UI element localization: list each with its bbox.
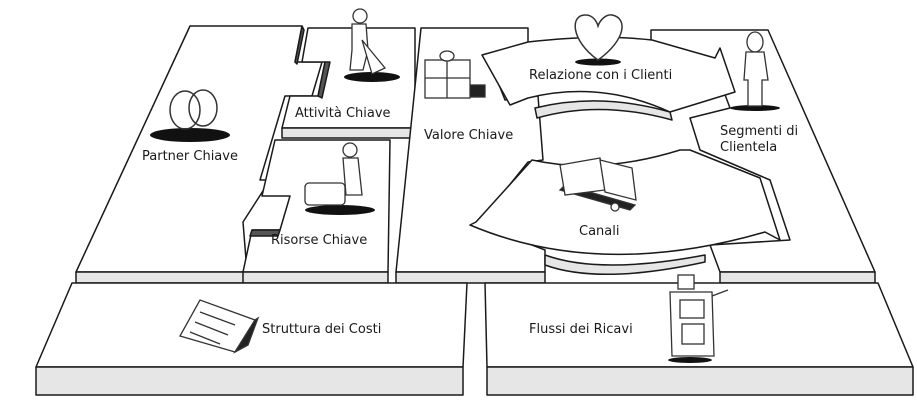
rings-icon [150, 89, 230, 142]
arrow-relationships[interactable] [481, 36, 736, 121]
digging-person-icon [344, 8, 400, 82]
document-icon [179, 299, 260, 354]
cash-register-icon [668, 274, 729, 363]
person-with-box-icon [304, 142, 375, 215]
relationships-label: Relazione con i Clienti [529, 68, 673, 83]
standing-person-icon [730, 31, 780, 111]
block-partners[interactable] [75, 25, 323, 284]
activities-label: Attività Chiave [295, 106, 391, 121]
gift-icon [424, 50, 486, 99]
resources-label: Risorse Chiave [271, 233, 368, 248]
value-label: Valore Chiave [424, 128, 514, 143]
revenue-label: Flussi dei Ricavi [529, 322, 633, 337]
segments-label-line2: Clientela [720, 140, 778, 155]
channels-label: Canali [579, 224, 620, 239]
heart-icon [574, 14, 623, 66]
block-revenue[interactable] [484, 282, 914, 396]
block-costs[interactable] [35, 282, 468, 396]
truck-icon [558, 157, 637, 212]
partners-label: Partner Chiave [142, 149, 238, 164]
costs-label: Struttura dei Costi [262, 322, 382, 337]
segments-label: Segmenti di Clientela [720, 124, 798, 156]
segments-label-line1: Segmenti di [720, 124, 799, 139]
